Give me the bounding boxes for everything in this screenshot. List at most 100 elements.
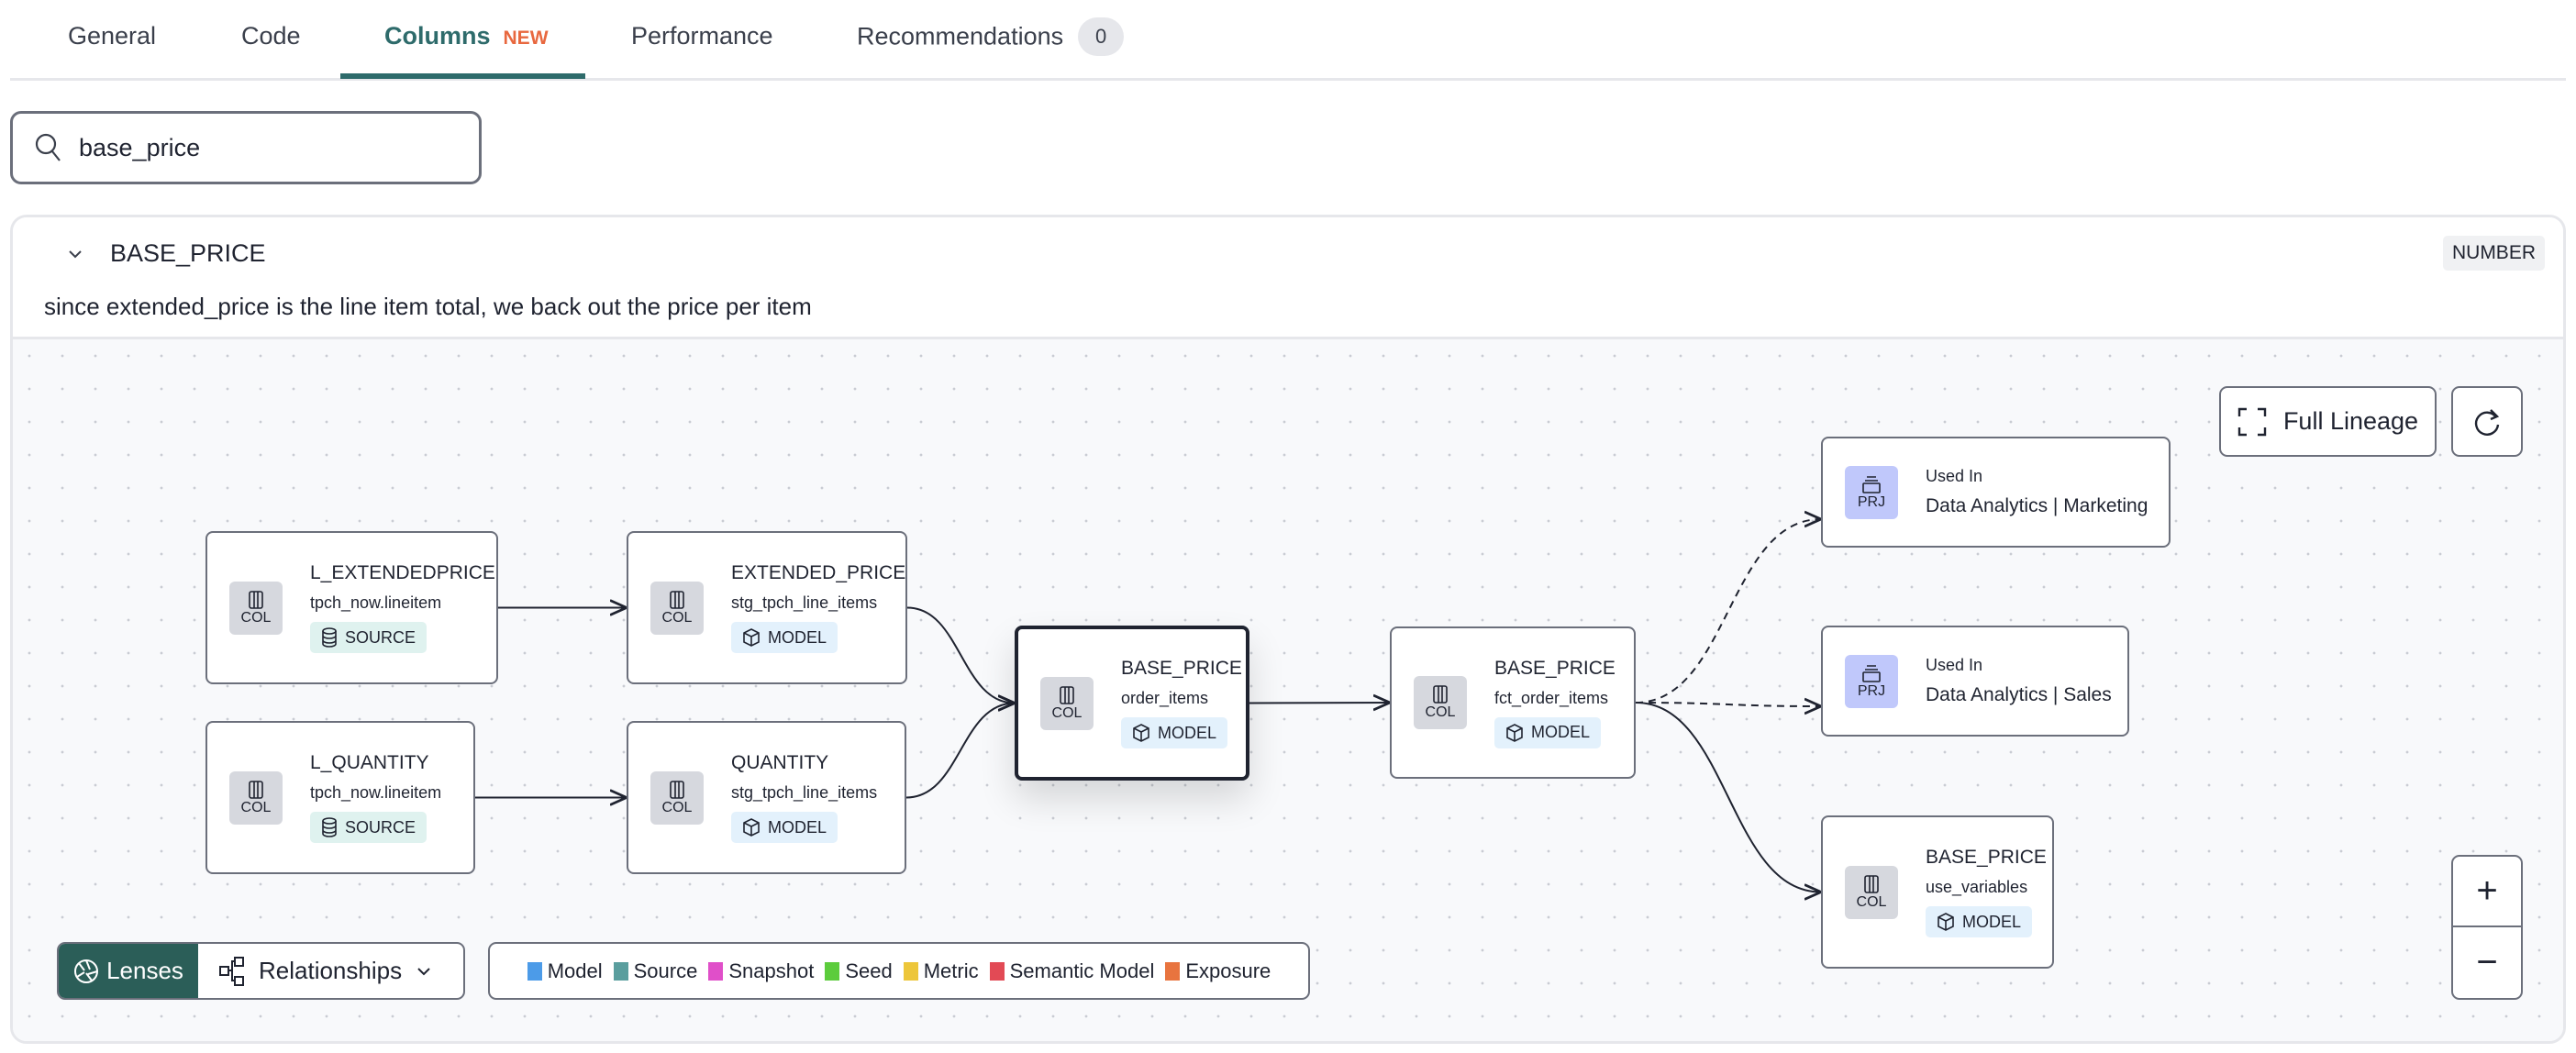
zoom-out-button[interactable]: − [2453, 927, 2521, 998]
lineage-node[interactable]: PRJ Used In Data Analytics | Sales [1821, 626, 2129, 737]
full-lineage-button[interactable]: Full Lineage [2219, 386, 2437, 457]
node-title: BASE_PRICE [1926, 847, 2047, 868]
node-type-badge: SOURCE [310, 622, 427, 653]
lineage-edges [475, 339, 2566, 1044]
lineage-edge [1249, 703, 1390, 704]
column-icon: COL [1414, 676, 1467, 729]
node-kind: COL [240, 799, 272, 815]
lineage-edge [1635, 519, 1821, 704]
tab-performance[interactable]: Performance [631, 22, 773, 50]
column-icon: COL [650, 770, 704, 825]
node-title: EXTENDED_PRICE [731, 562, 906, 583]
cube-icon [1506, 723, 1523, 742]
search-icon [35, 133, 61, 161]
column-icon: COL [1845, 865, 1898, 919]
node-title: L_EXTENDEDPRICE [310, 562, 495, 583]
node-type-badge: MODEL [1494, 716, 1602, 748]
node-model: stg_tpch_line_items [731, 593, 878, 612]
node-project: Data Analytics | Sales [1926, 684, 2112, 705]
node-model: stg_tpch_line_items [731, 783, 878, 802]
database-icon [322, 817, 337, 837]
column-name: BASE_PRICE [110, 239, 266, 267]
legend-label: Metric [923, 959, 979, 982]
node-type-label: MODEL [1962, 912, 2022, 931]
node-model: fct_order_items [1494, 688, 1609, 707]
lineage-edge [905, 704, 1015, 799]
legend-swatch [903, 961, 918, 981]
node-type-label: MODEL [768, 627, 827, 647]
refresh-button[interactable] [2451, 386, 2523, 457]
column-icon: COL [1040, 676, 1094, 730]
recommendations-count-badge: 0 [1078, 17, 1125, 56]
zoom-in-button[interactable]: + [2453, 857, 2521, 928]
column-icon: COL [650, 581, 704, 635]
lineage-edge [906, 606, 1015, 704]
lineage-edge [1635, 702, 1821, 892]
legend-label: Seed [845, 959, 893, 982]
cube-icon [1938, 913, 1954, 931]
project-icon: PRJ [1845, 465, 1898, 519]
legend-item: Model [527, 959, 603, 983]
node-model: order_items [1121, 689, 1209, 707]
search-input[interactable] [79, 133, 446, 162]
active-tab-indicator [340, 73, 585, 79]
aperture-icon [74, 959, 99, 983]
node-kind: COL [1425, 704, 1456, 720]
legend-label: Model [547, 959, 603, 982]
legend-label: Source [633, 959, 698, 982]
relationships-dropdown[interactable]: Relationships [198, 956, 433, 987]
lenses-button[interactable]: Lenses [59, 944, 198, 998]
node-model: use_variables [1926, 878, 2028, 896]
node-title: L_QUANTITY [310, 752, 429, 773]
node-type-label: SOURCE [345, 627, 416, 647]
node-title: QUANTITY [731, 752, 829, 773]
legend-item: Exposure [1165, 959, 1271, 983]
legend-label: Semantic Model [1009, 959, 1155, 982]
tab-code[interactable]: Code [241, 22, 301, 50]
legend-item: Seed [825, 959, 893, 983]
chevron-down-icon[interactable] [66, 245, 84, 263]
cube-icon [743, 818, 760, 837]
cube-icon [743, 628, 760, 647]
database-icon [322, 627, 337, 648]
plus-icon: + [2476, 870, 2498, 911]
node-title: Used In [1926, 656, 1983, 674]
zoom-controls: + − [2451, 855, 2523, 1000]
resource-type-legend: Model Source Snapshot Seed Metric Semantic Mo… [488, 942, 1310, 1000]
legend-swatch [989, 961, 1005, 981]
cube-icon [1133, 724, 1149, 742]
column-icon: COL [229, 770, 283, 825]
lineage-edge [1635, 703, 1821, 706]
column-panel: BASE_PRICE NUMBER since extended_price i… [10, 215, 2566, 1044]
legend-swatch [1165, 961, 1181, 981]
column-description: since extended_price is the line item to… [44, 293, 812, 320]
tab-general[interactable]: General [68, 22, 156, 50]
column-search[interactable] [10, 111, 482, 184]
project-icon: PRJ [1845, 654, 1898, 708]
expand-icon [2237, 407, 2267, 436]
tab-label: General [68, 22, 157, 50]
full-lineage-label: Full Lineage [2282, 407, 2419, 435]
node-kind: COL [661, 609, 693, 626]
column-icon: COL [229, 581, 283, 635]
node-type-label: MODEL [1531, 723, 1591, 741]
column-type-badge: NUMBER [2442, 236, 2545, 271]
node-project: Data Analytics | Marketing [1926, 495, 2149, 516]
hierarchy-icon [219, 956, 244, 986]
legend-item: Snapshot [708, 959, 814, 983]
legend-swatch [613, 961, 628, 981]
column-header: BASE_PRICE NUMBER since extended_price i… [13, 217, 2563, 339]
legend-item: Metric [903, 959, 979, 983]
